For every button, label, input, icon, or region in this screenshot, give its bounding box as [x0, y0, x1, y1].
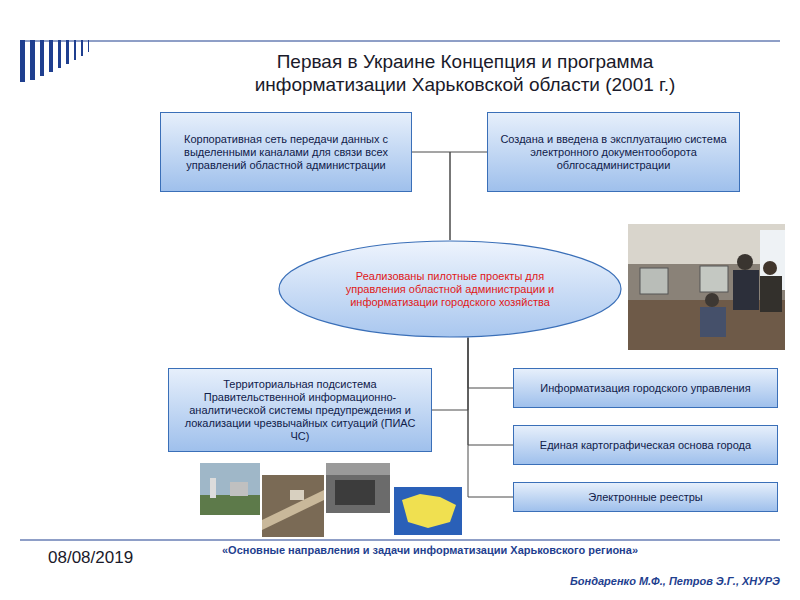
node-text: Корпоративная сеть передачи данных с выд…: [169, 133, 403, 172]
process-box: Корпоративная сеть передачи данных с выд…: [160, 112, 412, 192]
footer-rule: [20, 540, 780, 541]
connector-line: [468, 338, 513, 497]
node-text: Реализованы пилотные проекты для управле…: [330, 270, 570, 309]
process-box: Территориальная подсистема Правительстве…: [168, 368, 432, 452]
connector-line: [468, 338, 513, 445]
connector-line: [450, 152, 487, 240]
node-text: Единая картографическая основа города: [540, 439, 751, 452]
corner-bars: [20, 40, 89, 82]
office-photo: [628, 224, 785, 350]
author-note: Бондаренко М.Ф., Петров Э.Г., ХНУРЭ: [440, 574, 780, 588]
process-box: Единая картографическая основа города: [513, 425, 778, 465]
process-box: Создана и введена в эксплуатацию система…: [487, 112, 740, 192]
caption-note: «Основные направления и задачи информати…: [200, 543, 660, 557]
node-text: Территориальная подсистема Правительстве…: [177, 378, 423, 443]
top-rule: [20, 41, 780, 42]
process-box: Электронные реестры: [513, 482, 778, 512]
connector-line: [468, 338, 513, 388]
node-text: Информатизация городского управления: [540, 382, 750, 395]
date-label: 08/08/2019: [48, 548, 198, 568]
process-box: Информатизация городского управления: [513, 368, 778, 408]
title: Первая в Украине Концепция и программа и…: [215, 50, 715, 96]
node-text: Создана и введена в эксплуатацию система…: [496, 133, 731, 172]
node-text: Электронные реестры: [588, 491, 702, 504]
process-ellipse: Реализованы пилотные проекты для управле…: [278, 240, 622, 338]
illustration-photos: [200, 463, 462, 537]
connector-line: [432, 338, 468, 410]
connector-line: [412, 152, 450, 240]
